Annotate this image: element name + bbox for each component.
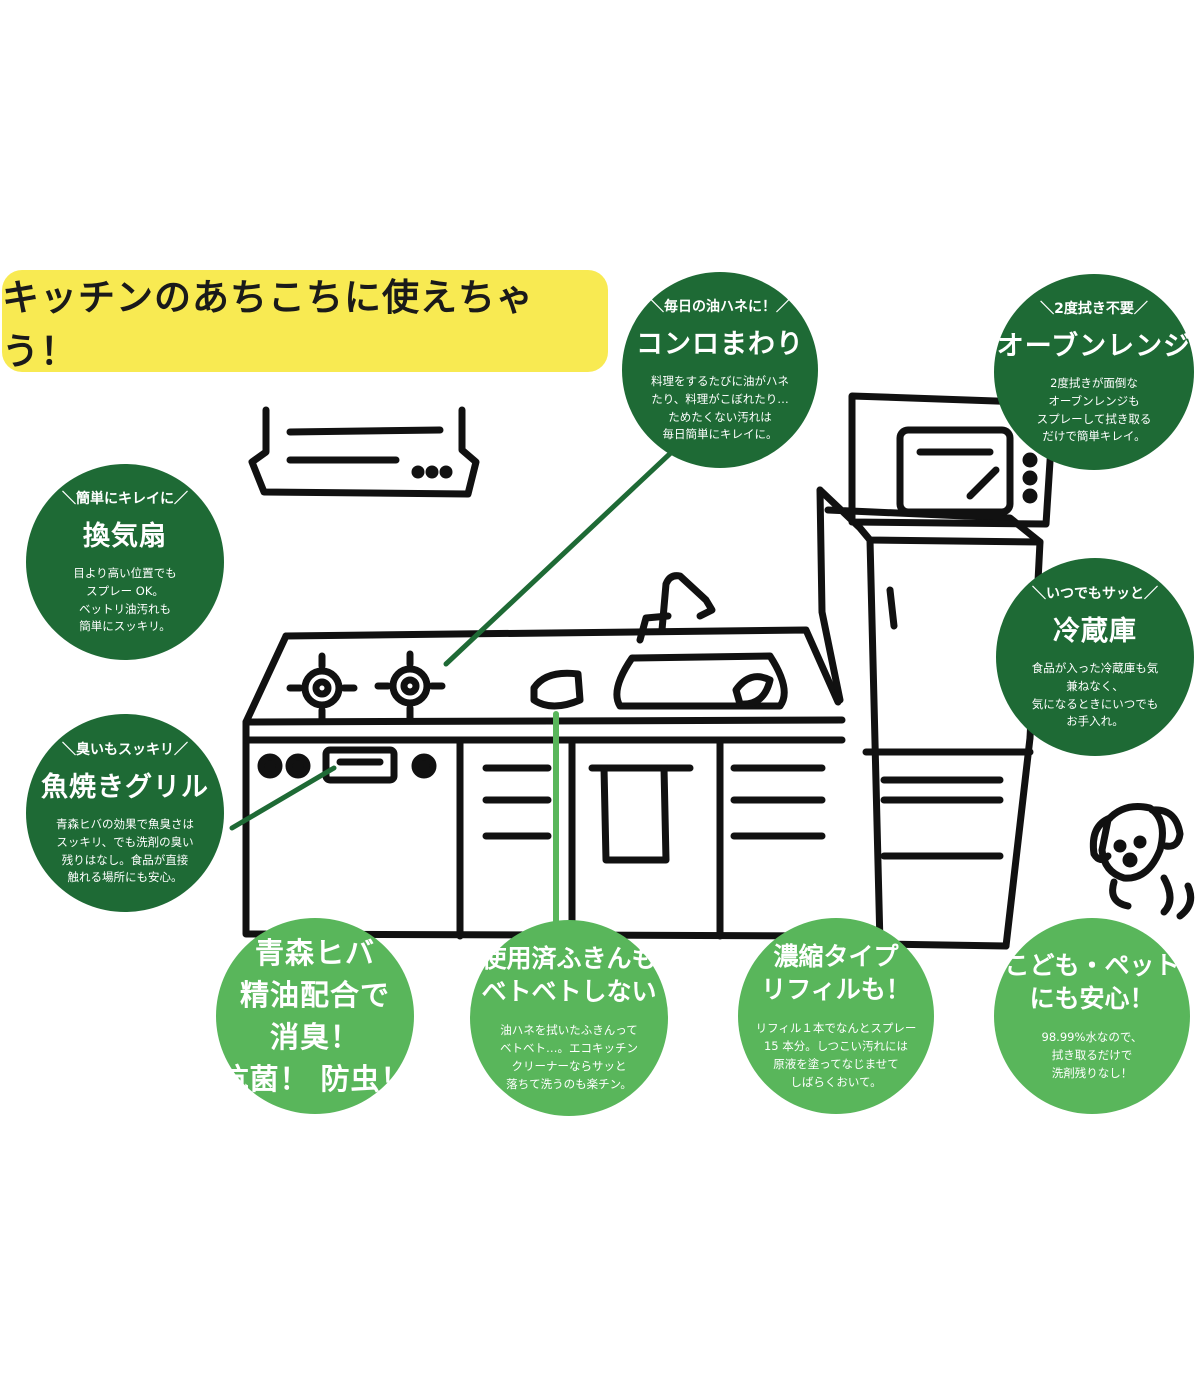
- burner-right-icon: [374, 650, 446, 722]
- fan-body: 目より高い位置でも スプレー OK。 ベットリ油汚れも 簡単にスッキリ。: [73, 565, 177, 634]
- refill-body: リフィル１本でなんとスプレー 15 本分。しつこい汚れには 原液を塗ってなじませ…: [755, 1021, 917, 1089]
- oven-tag: ＼2度拭き不要／: [1040, 300, 1148, 317]
- grill-callout: ＼臭いもスッキリ／ 魚焼きグリル 青森ヒバの効果で魚臭さは スッキリ、でも洗剤の…: [26, 714, 224, 912]
- cloth-body: 油ハネを拭いたふきんって ベトベト…。エコキッチン クリーナーならサッと 落ちて…: [500, 1023, 638, 1091]
- burner-left-icon: [286, 652, 358, 724]
- cloth-title: 使用済ふきんも ベトベトしない: [481, 944, 657, 1007]
- safe-title: こども・ペット にも安心！: [1004, 951, 1180, 1014]
- stove-title: コンロまわり: [636, 328, 804, 360]
- refill-feature: 濃縮タイプ リフィルも！ リフィル１本でなんとスプレー 15 本分。しつこい汚れ…: [738, 918, 934, 1114]
- fan-callout: ＼簡単にキレイに／ 換気扇 目より高い位置でも スプレー OK。 ベットリ油汚れ…: [26, 464, 224, 660]
- fridge-callout: ＼いつでもサッと／ 冷蔵庫 食品が入った冷蔵庫も気 兼ねなく、 気になるときにい…: [996, 558, 1194, 756]
- refill-title: 濃縮タイプ リフィルも！: [761, 942, 911, 1005]
- headline-text: キッチンのあちこちに使えちゃう！: [2, 276, 534, 373]
- microwave-icon: [848, 392, 1056, 528]
- fan-title: 換気扇: [83, 520, 167, 552]
- oven-callout: ＼2度拭き不要／ オーブンレンジ 2度拭きが面倒な オーブンレンジも スプレーし…: [994, 274, 1194, 470]
- dog-icon: [1089, 803, 1195, 920]
- fridge-body: 食品が入った冷蔵庫も気 兼ねなく、 気になるときにいつでも お手入れ。: [1031, 660, 1159, 729]
- stove-callout: ＼毎日の油ハネに！／ コンロまわり 料理をするたびに油がハネ たり、料理がこぼれ…: [622, 272, 818, 468]
- hiba-feature: 青森ヒバ 精油配合で 消臭！ 抗菌！ 防虫！: [216, 918, 414, 1114]
- callout-lines: [229, 445, 679, 831]
- fridge-title: 冷蔵庫: [1053, 615, 1137, 647]
- oven-body: 2度拭きが面倒な オーブンレンジも スプレーして拭き取る だけで簡単キレイ。: [1036, 375, 1152, 444]
- hiba-title: 青森ヒバ 精油配合で 消臭！ 抗菌！ 防虫！: [219, 935, 411, 1097]
- range-hood-icon: [248, 406, 480, 498]
- fan-tag: ＼簡単にキレイに／: [62, 490, 188, 507]
- refrigerator-icon: [816, 486, 1044, 950]
- safe-feature: こども・ペット にも安心！ 98.99%水なので、 拭き取るだけで 洗剤残りなし…: [994, 918, 1190, 1114]
- grill-tag: ＼臭いもスッキリ／: [62, 741, 188, 758]
- headline-banner: キッチンのあちこちに使えちゃう！: [2, 270, 608, 373]
- oven-title: オーブンレンジ: [996, 330, 1192, 362]
- fridge-tag: ＼いつでもサッと／: [1032, 585, 1158, 602]
- grill-body: 青森ヒバの効果で魚臭さは スッキリ、でも洗剤の臭い 残りはなし。食品が直接 触れ…: [56, 816, 194, 885]
- safe-body: 98.99%水なので、 拭き取るだけで 洗剤残りなし！: [1041, 1030, 1143, 1080]
- grill-title: 魚焼きグリル: [41, 771, 209, 803]
- cloth-feature: 使用済ふきんも ベトベトしない 油ハネを拭いたふきんって ベトベト…。エコキッチ…: [470, 920, 668, 1116]
- stove-body: 料理をするたびに油がハネ たり、料理がこぼれたり… ためたくない汚れは 毎日簡単…: [651, 373, 789, 442]
- stove-tag: ＼毎日の油ハネに！／: [650, 298, 790, 315]
- kitchen-counter-icon: [242, 572, 846, 940]
